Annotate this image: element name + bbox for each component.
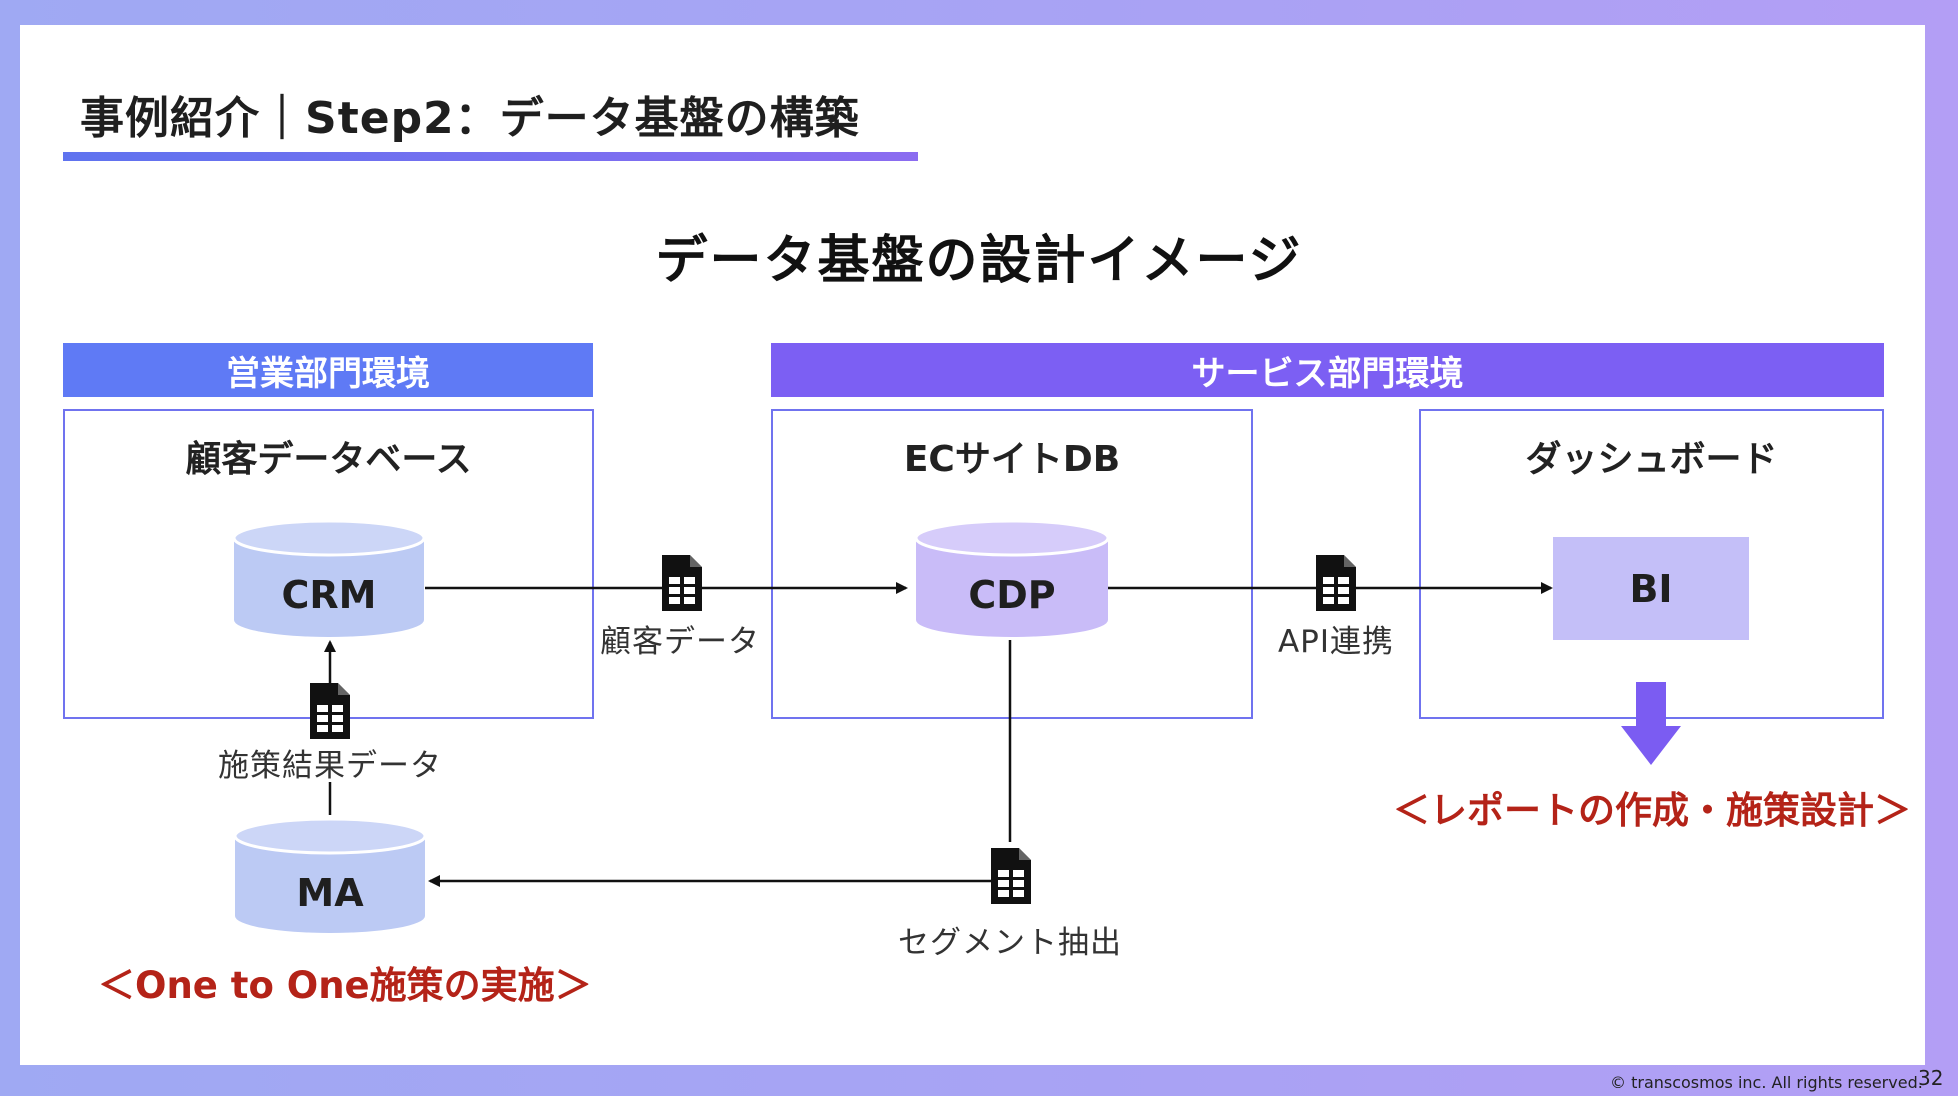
cdp-label: CDP bbox=[968, 573, 1056, 617]
document-table-icon bbox=[991, 848, 1031, 904]
diagram-subtitle: データ基盤の設計イメージ bbox=[655, 231, 1303, 291]
sales-env-label: 営業部門環境 bbox=[226, 353, 430, 394]
document-table-icon bbox=[1316, 555, 1356, 611]
crm-label: CRM bbox=[281, 573, 377, 617]
edge-label-customer-data: 顧客データ bbox=[600, 624, 760, 660]
edge-label-campaign-results: 施策結果データ bbox=[218, 748, 442, 784]
document-table-icon bbox=[310, 683, 350, 739]
callout-one-to-one: ＜One to One施策の実施＞ bbox=[98, 964, 592, 1007]
cdp-cylinder bbox=[914, 519, 1110, 637]
service-env-header: サービス部門環境 bbox=[771, 343, 1884, 397]
document-table-icon bbox=[662, 555, 702, 611]
ec-site-db-title: ECサイトDB bbox=[903, 439, 1121, 480]
edge-cdp-to-ma bbox=[428, 640, 1012, 887]
edge-label-api: API連携 bbox=[1277, 624, 1395, 660]
page-title: 事例紹介｜Step2：データ基盤の構築 bbox=[80, 93, 860, 144]
service-env-label: サービス部門環境 bbox=[1191, 353, 1464, 394]
page-number: 32 bbox=[1918, 1066, 1944, 1090]
customer-db-title: 顧客データベース bbox=[185, 439, 472, 480]
bi-node: BI bbox=[1553, 537, 1749, 640]
title-underline bbox=[63, 152, 918, 161]
crm-cylinder bbox=[232, 519, 426, 637]
dashboard-title: ダッシュボード bbox=[1525, 439, 1778, 480]
sales-env-header: 営業部門環境 bbox=[63, 343, 593, 397]
down-arrow-icon bbox=[1621, 682, 1681, 765]
copyright: © transcosmos inc. All rights reserved. bbox=[1610, 1073, 1923, 1092]
edge-label-segment-extract: セグメント抽出 bbox=[898, 925, 1122, 961]
callout-report: ＜レポートの作成・施策設計＞ bbox=[1393, 789, 1911, 832]
ma-label: MA bbox=[296, 871, 364, 915]
ma-cylinder bbox=[233, 817, 427, 933]
bi-label: BI bbox=[1629, 566, 1673, 611]
